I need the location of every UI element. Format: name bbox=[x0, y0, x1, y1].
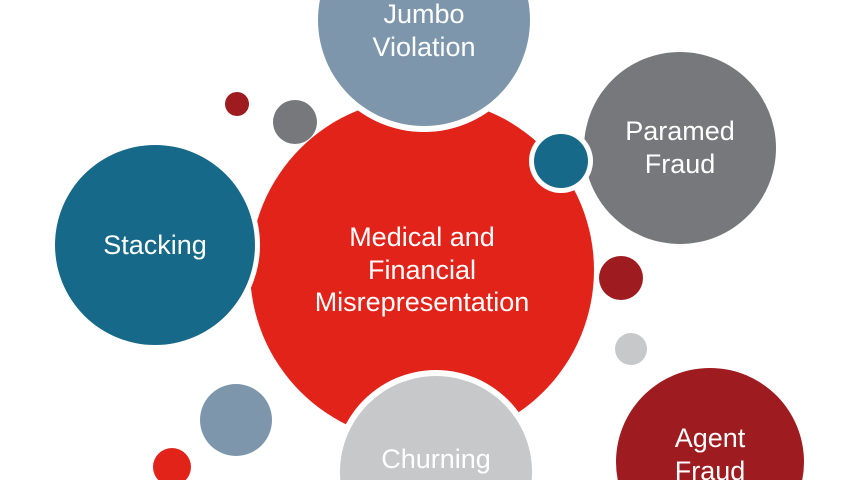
bubble-agent-fraud: Agent Fraud bbox=[616, 368, 804, 480]
decor-circle-dark-red bbox=[599, 256, 643, 300]
decor-circle-gray bbox=[273, 100, 317, 144]
decor-circle-teal bbox=[534, 134, 588, 188]
bubble-label-jumbo-violation: Jumbo Violation bbox=[372, 0, 476, 62]
bubble-paramed-fraud: Paramed Fraud bbox=[584, 52, 776, 244]
decor-circle-red bbox=[153, 448, 191, 480]
bubble-label-churning: Churning bbox=[381, 443, 491, 474]
bubble-label-stacking: Stacking bbox=[103, 229, 207, 260]
bubble-label-paramed-fraud: Paramed Fraud bbox=[625, 116, 735, 179]
decor-circle-light-gray bbox=[615, 333, 647, 365]
bubble-churning: Churning bbox=[340, 376, 532, 480]
bubble-jumbo-violation: Jumbo Violation bbox=[318, 0, 530, 126]
bubble-label-medical-financial-misrepresentation: Medical and Financial Misrepresentation bbox=[314, 221, 530, 318]
bubble-label-agent-fraud: Agent Fraud bbox=[674, 423, 746, 480]
decor-circle-dark-red-small bbox=[225, 92, 249, 116]
bubble-stacking: Stacking bbox=[55, 145, 255, 345]
decor-circle-slate bbox=[200, 384, 272, 456]
